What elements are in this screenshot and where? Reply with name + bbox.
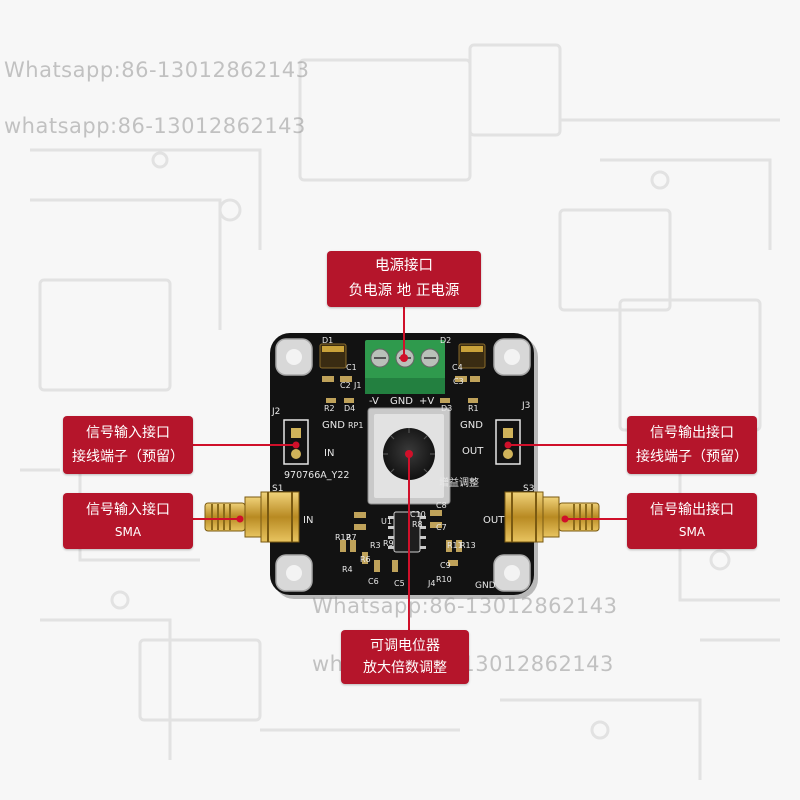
signal-in-terminal-title: 信号输入接口 [86, 425, 170, 441]
ref-r1: R1 [468, 404, 479, 413]
power-terminal-block [365, 340, 445, 394]
gnd-right-label: GND [460, 420, 483, 431]
s1-label: S1 [272, 484, 283, 494]
ref-c5: C5 [394, 579, 405, 588]
ref-c2: C2 [340, 381, 351, 390]
ref-d3: D3 [441, 404, 452, 413]
j3-label: J3 [521, 401, 530, 411]
signal-out-sma-title: 信号输出接口 [650, 502, 734, 518]
potentiometer-callout-sub: 放大倍数调整 [363, 660, 447, 676]
ref-r6: R6 [360, 555, 371, 564]
ref-c9: C9 [440, 561, 451, 570]
ref-d1: D1 [322, 336, 333, 345]
ref-r12: R12 [335, 533, 351, 542]
ref-r3: R3 [370, 541, 381, 550]
ref-d2: D2 [440, 336, 451, 345]
pin-pos-label: +V [419, 396, 434, 407]
ref-r2: R2 [324, 404, 335, 413]
in-sma-label: IN [303, 515, 313, 526]
ref-r7: R7 [346, 533, 357, 542]
signal-out-terminal-sub: 接线端子（预留） [636, 449, 748, 465]
signal-out-terminal-title: 信号输出接口 [650, 425, 734, 441]
ref-r13: R13 [460, 541, 476, 550]
ref-r9: R9 [383, 539, 394, 548]
power-interface-callout: 电源接口 负电源 地 正电源 [327, 251, 481, 307]
j4-gnd-label: GND [475, 581, 496, 591]
model-label: 970766A_Y22 [284, 470, 349, 481]
signal-in-sma-title: 信号输入接口 [86, 502, 170, 518]
s3-label: S3 [523, 484, 534, 494]
ref-c4: C4 [452, 363, 463, 372]
ref-r8: R8 [412, 520, 423, 529]
signal-out-sma-callout: 信号输出接口 SMA [627, 493, 757, 549]
j2-label: J2 [271, 407, 280, 417]
pin-neg-label: -V [369, 396, 379, 407]
in-left-label: IN [324, 448, 334, 459]
gnd-left-label: GND [322, 420, 345, 431]
ref-d4: D4 [344, 404, 355, 413]
ref-j4: J4 [427, 579, 435, 588]
gain-adjust-label: 增益调整 [439, 476, 479, 489]
ref-u1: U1 [381, 517, 392, 526]
ref-c1: C1 [346, 363, 357, 372]
signal-in-sma-callout: 信号输入接口 SMA [63, 493, 193, 549]
signal-in-sma-sub: SMA [114, 525, 142, 539]
pin-gnd-label: GND [390, 396, 413, 407]
ref-r10: R10 [436, 575, 452, 584]
power-callout-pins: 负电源 地 正电源 [348, 283, 460, 299]
sma-connector-left [204, 491, 300, 543]
potentiometer-callout-title: 可调电位器 [370, 638, 440, 654]
potentiometer-callout: 可调电位器 放大倍数调整 [341, 630, 469, 684]
watermark-1: Whatsapp:86-13012862143 [4, 58, 310, 82]
watermark-3: Whatsapp:86-13012862143 [312, 594, 618, 618]
ref-r4: R4 [342, 565, 353, 574]
leader-lines [193, 307, 627, 630]
rp1-label: RP1 [348, 421, 363, 430]
ref-c7: C7 [436, 523, 447, 532]
sma-connector-right [504, 491, 600, 543]
ref-c3: C3 [453, 377, 464, 386]
ref-c6: C6 [368, 577, 379, 586]
ref-c10: C10 [410, 510, 426, 519]
watermark-2: whatsapp:86-13012862143 [4, 114, 306, 138]
ref-r11: R11 [447, 541, 463, 550]
signal-out-terminal-callout: 信号输出接口 接线端子（预留） [627, 416, 757, 474]
signal-in-terminal-sub: 接线端子（预留） [72, 449, 184, 465]
out-right-label: OUT [462, 446, 484, 457]
ref-c8: C8 [436, 501, 447, 510]
power-callout-title: 电源接口 [375, 258, 433, 274]
ref-j1: J1 [353, 381, 361, 390]
signal-out-sma-sub: SMA [678, 525, 706, 539]
out-sma-label: OUT [483, 515, 505, 526]
signal-in-terminal-callout: 信号输入接口 接线端子（预留） [63, 416, 193, 474]
